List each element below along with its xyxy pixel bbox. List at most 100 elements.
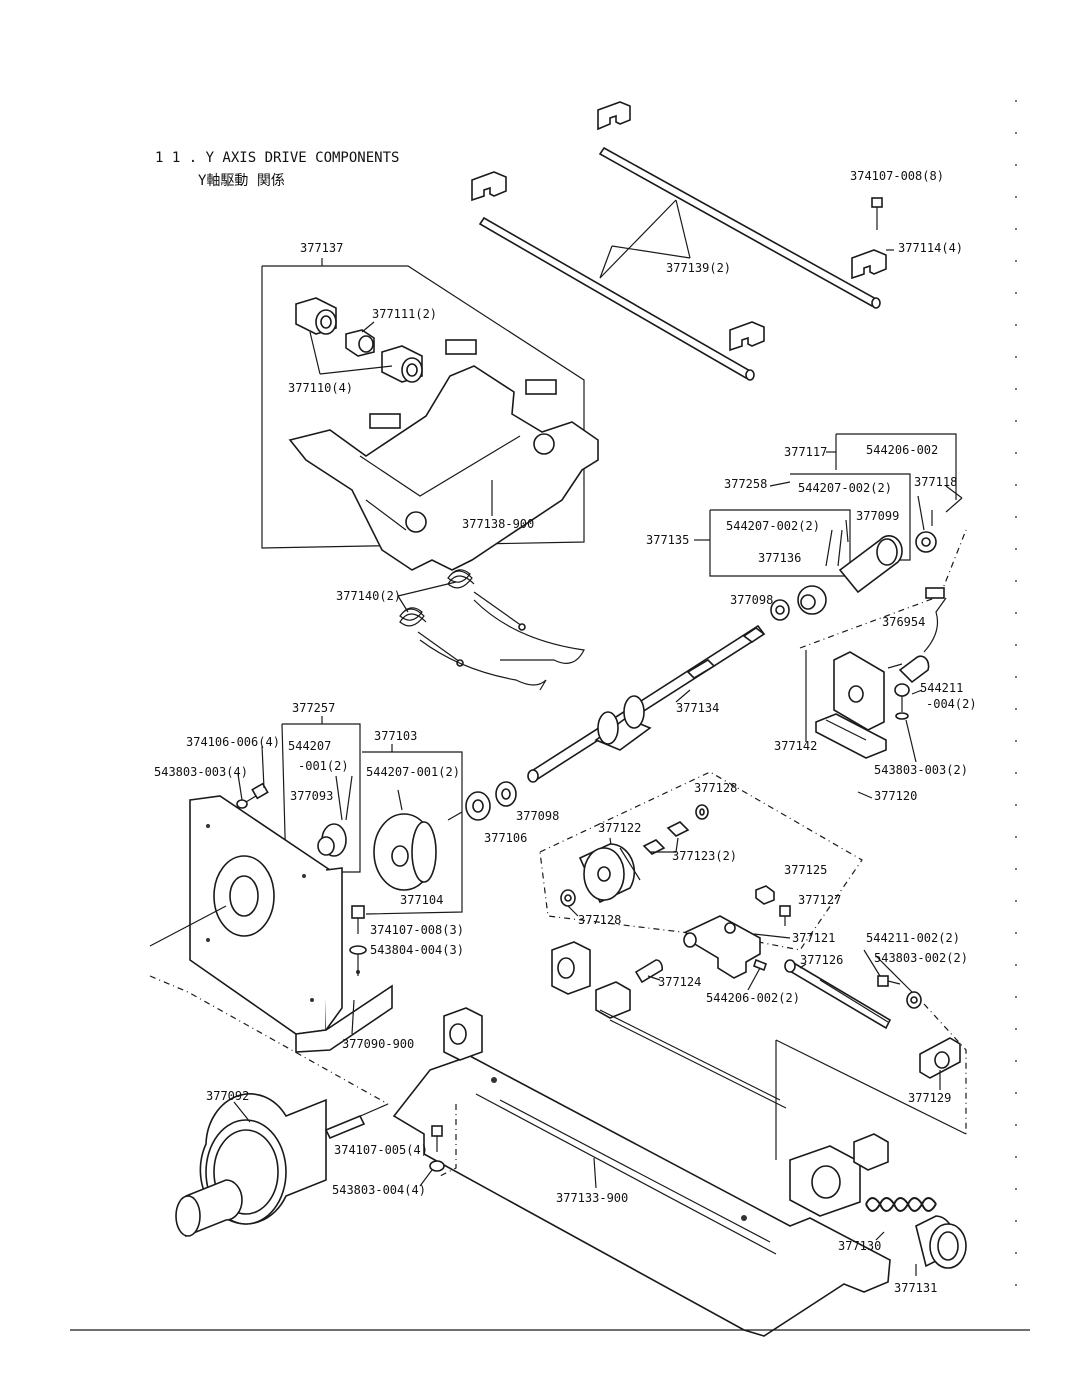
- setscrew-544206-002: [753, 958, 767, 972]
- pin-377124: [634, 959, 663, 984]
- label-377106: 377106: [484, 831, 527, 845]
- label-374107-005-4: 374107-005(4): [334, 1143, 428, 1157]
- section-title-jp: Y軸駆動 関係: [198, 173, 285, 189]
- nut-377118: [915, 495, 937, 553]
- label-377120: 377120: [874, 789, 917, 803]
- label-377136: 377136: [758, 551, 801, 565]
- label-377121: 377121: [792, 931, 835, 945]
- label-377110-4: 377110(4): [288, 381, 353, 395]
- label-377123-2: 377123(2): [672, 849, 737, 863]
- label-544206-002-2: 544206-002(2): [706, 991, 800, 1005]
- label-544207-002-2a: 544207-002(2): [798, 481, 892, 495]
- label-544211-002-2: 544211-002(2): [866, 931, 960, 945]
- screw-374107-008-3: [349, 905, 367, 976]
- label-374107-008-8: 374107-008(8): [850, 169, 944, 183]
- label-543804-004-3: 543804-004(3): [370, 943, 464, 957]
- label-377103: 377103: [374, 729, 417, 743]
- label-377135: 377135: [646, 533, 689, 547]
- nut-block-377121: [683, 915, 761, 979]
- label-377125: 377125: [784, 863, 827, 877]
- motor-377099: [838, 519, 903, 594]
- label-544211: 544211: [920, 681, 963, 695]
- plug-377125: [755, 885, 775, 905]
- pulley-377122: [578, 843, 641, 904]
- label-377127: 377127: [798, 893, 841, 907]
- label-001-2: -001(2): [298, 759, 349, 773]
- label-377114-4: 377114(4): [898, 241, 963, 255]
- section-title: 1 1 . Y AXIS DRIVE COMPONENTS: [155, 150, 399, 166]
- label-377140-2: 377140(2): [336, 589, 401, 603]
- label-004-2: -004(2): [926, 697, 977, 711]
- knob-377131: [915, 1215, 967, 1269]
- spring-377140: [399, 569, 585, 691]
- group-box-377257: [281, 723, 361, 873]
- label-377134: 377134: [676, 701, 719, 715]
- label-543803-004-4: 543803-004(4): [332, 1183, 426, 1197]
- label-377137: 377137: [300, 241, 343, 255]
- label-377129: 377129: [908, 1091, 951, 1105]
- label-377122: 377122: [598, 821, 641, 835]
- bearing-377098-top: [770, 599, 790, 621]
- motor-377092: [175, 1093, 366, 1238]
- label-544207-002-2b: 544207-002(2): [726, 519, 820, 533]
- spring-377130: [865, 1197, 937, 1212]
- label-377099: 377099: [856, 509, 899, 523]
- gear-377104: [373, 789, 463, 891]
- label-377093: 377093: [290, 789, 333, 803]
- sleeve-377111: [345, 329, 375, 357]
- label-374107-008-3: 374107-008(3): [370, 923, 464, 937]
- label-377130: 377130: [838, 1239, 881, 1253]
- pin-377123: [642, 821, 690, 855]
- shaft-support-blocks: [471, 101, 887, 352]
- label-377098-top: 377098: [730, 593, 773, 607]
- label-377117: 377117: [784, 445, 827, 459]
- guide-shafts: [478, 146, 881, 381]
- label-377139-2: 377139(2): [666, 261, 731, 275]
- screw-374107-005: [429, 1125, 445, 1172]
- label-543803-002-2: 543803-002(2): [874, 951, 968, 965]
- bearing-377110: [295, 297, 423, 383]
- label-543803-003-4: 543803-003(4): [154, 765, 248, 779]
- label-543803-003-2: 543803-003(2): [874, 763, 968, 777]
- screw-544211-002: [877, 975, 922, 1009]
- label-544207: 544207: [288, 739, 331, 753]
- collar-377136: [797, 529, 843, 615]
- label-377257: 377257: [292, 701, 335, 715]
- feedscrew-377126: [784, 959, 892, 1030]
- label-377258: 377258: [724, 477, 767, 491]
- motor-bracket-377090: [189, 795, 393, 1053]
- gear-377093: [317, 775, 353, 857]
- sensor-bracket-377142: [815, 651, 887, 759]
- screw-544211-004: [894, 683, 910, 720]
- base-frame-377133: [392, 941, 891, 1337]
- label-377133-900: 377133-900: [556, 1191, 628, 1205]
- label-377128-bot: 377128: [578, 913, 621, 927]
- group-box-377117: [836, 433, 957, 500]
- label-377131: 377131: [894, 1281, 937, 1295]
- group-box-377103: [362, 751, 463, 915]
- label-377104: 377104: [400, 893, 443, 907]
- label-377118: 377118: [914, 475, 957, 489]
- label-377126: 377126: [800, 953, 843, 967]
- sensor-plate-377129: [919, 1037, 961, 1079]
- label-377128-top: 377128: [694, 781, 737, 795]
- spacer-377106: [465, 791, 491, 821]
- washer-377128-bot: [560, 889, 576, 907]
- label-377090-900: 377090-900: [342, 1037, 414, 1051]
- label-377111-2: 377111(2): [372, 307, 437, 321]
- label-377138-900: 377138-900: [462, 517, 534, 531]
- screw-377127: [779, 905, 791, 926]
- label-544207-001-2: 544207-001(2): [366, 765, 460, 779]
- shaft-screw-374107-008: [871, 197, 883, 230]
- sensor-376954: [887, 587, 947, 684]
- label-377098-mid: 377098: [516, 809, 559, 823]
- label-377092: 377092: [206, 1089, 249, 1103]
- label-377124: 377124: [658, 975, 701, 989]
- washer-377128-top: [695, 804, 709, 820]
- label-377142: 377142: [774, 739, 817, 753]
- label-374106-006-4: 374106-006(4): [186, 735, 280, 749]
- leadscrew-377134: [527, 624, 766, 783]
- carriage-bracket-377138: [288, 339, 599, 571]
